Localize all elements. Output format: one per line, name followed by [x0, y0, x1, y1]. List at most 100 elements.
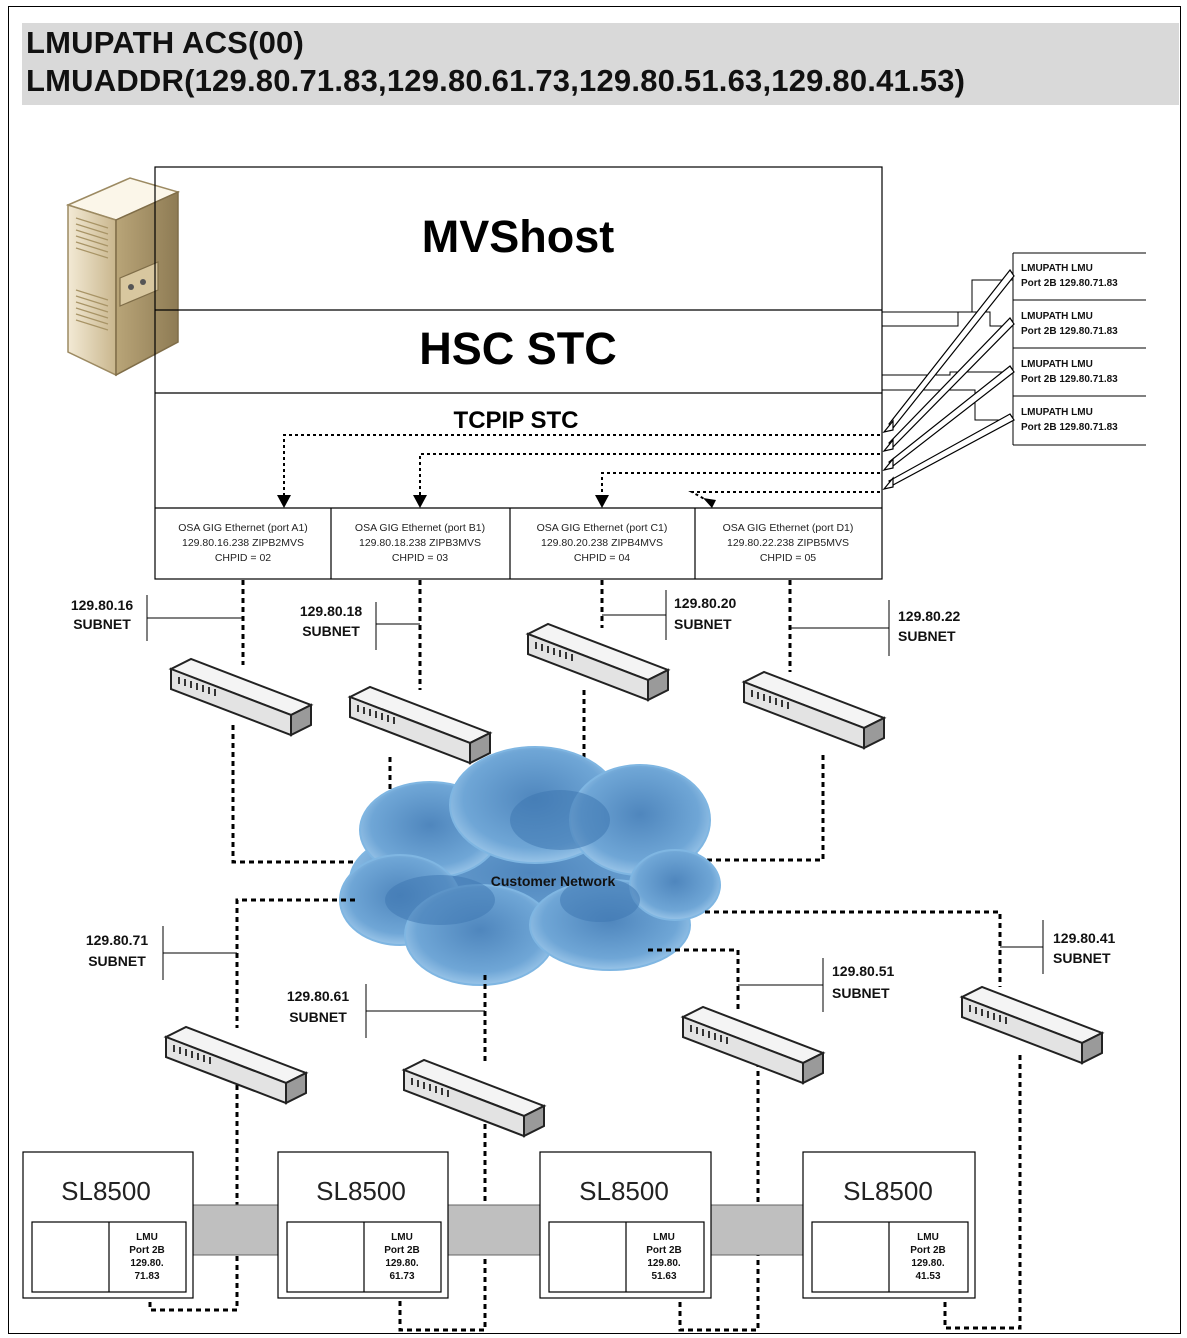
server-tower-icon [65, 177, 181, 377]
tcpip-route-lines [283, 434, 880, 503]
lmupath-port: Port 2B 129.80.71.83 [1021, 278, 1118, 289]
lmupath-box-3: LMUPATH LMU Port 2B 129.80.71.83 [1021, 359, 1118, 385]
network-switch-icon [349, 686, 491, 764]
hsc-lmupath-links [882, 279, 1013, 421]
library-name: SL8500 [843, 1176, 933, 1206]
osa-port-b1: OSA GIG Ethernet (port B1) 129.80.18.238… [355, 522, 485, 564]
upper-subnet-129-80-22: 129.80.22 SUBNET [790, 600, 960, 656]
lmu-ip-suffix: 71.83 [134, 1271, 159, 1282]
network-switch-icon [743, 671, 885, 749]
lmu-label: LMU [136, 1232, 158, 1243]
osa-port-chpid: CHPID = 02 [215, 552, 271, 564]
osa-port-name: OSA GIG Ethernet (port D1) [723, 522, 854, 534]
osa-port-ip: 129.80.16.238 ZIPB2MVS [182, 537, 304, 549]
library-connectors [191, 1204, 804, 1256]
subnet-label: SUBNET [898, 628, 956, 644]
osa-port-chpid: CHPID = 03 [392, 552, 448, 564]
osa-port-name: OSA GIG Ethernet (port C1) [537, 522, 668, 534]
osa-port-chpid: CHPID = 05 [760, 552, 816, 564]
sl8500-library-3: SL8500 LMU Port 2B 129.80. 51.63 [539, 1151, 712, 1299]
lmu-port: Port 2B [384, 1245, 420, 1256]
network-switch-icon [682, 1006, 824, 1084]
lower-subnet-129-80-51: 129.80.51 SUBNET [738, 958, 894, 1012]
subnet-label: SUBNET [674, 616, 732, 632]
library-name: SL8500 [579, 1176, 669, 1206]
subnet-ip: 129.80.51 [832, 963, 894, 979]
upper-subnet-129-80-20: 129.80.20 SUBNET [602, 590, 736, 640]
lmu-port: Port 2B [646, 1245, 682, 1256]
sl8500-library-4: SL8500 LMU Port 2B 129.80. 41.53 [802, 1151, 976, 1299]
tcpip-arrowheads [277, 495, 716, 508]
subnet-ip: 129.80.71 [86, 932, 148, 948]
mvs-host-label: MVShost [422, 211, 615, 262]
subnet-ip: 129.80.20 [674, 595, 736, 611]
diagram-frame [8, 6, 1181, 1334]
lmu-label: LMU [917, 1232, 939, 1243]
mvs-host-box [154, 166, 883, 580]
lmu-ip-prefix: 129.80. [911, 1258, 945, 1269]
subnet-label: SUBNET [832, 985, 890, 1001]
lmu-ip-prefix: 129.80. [130, 1258, 164, 1269]
header-line-1: LMUPATH ACS(00) [26, 25, 304, 60]
lmupath-box-2: LMUPATH LMU Port 2B 129.80.71.83 [1021, 311, 1118, 337]
lmu-port: Port 2B [910, 1245, 946, 1256]
network-switch-icon [961, 986, 1103, 1064]
lmupath-port: Port 2B 129.80.71.83 [1021, 326, 1118, 337]
lmupath-title: LMUPATH LMU [1021, 263, 1093, 274]
lmu-label: LMU [391, 1232, 413, 1243]
subnet-ip: 129.80.61 [287, 988, 349, 1004]
subnet-ip: 129.80.41 [1053, 930, 1115, 946]
lmupath-hollow-arrows [882, 268, 1015, 490]
subnet-label: SUBNET [1053, 950, 1111, 966]
lmu-port: Port 2B [129, 1245, 165, 1256]
lmupath-title: LMUPATH LMU [1021, 359, 1093, 370]
upper-subnet-129-80-16: 129.80.16 SUBNET [71, 595, 243, 641]
osa-port-ip: 129.80.20.238 ZIPB4MVS [541, 537, 663, 549]
lmupath-port: Port 2B 129.80.71.83 [1021, 374, 1118, 385]
lmu-ip-prefix: 129.80. [385, 1258, 419, 1269]
lmupath-title: LMUPATH LMU [1021, 407, 1093, 418]
upper-subnet-129-80-18: 129.80.18 SUBNET [300, 602, 420, 650]
subnet-ip: 129.80.18 [300, 603, 362, 619]
lower-network-links [148, 898, 1022, 1332]
lmu-ip-suffix: 41.53 [915, 1271, 940, 1282]
library-name: SL8500 [316, 1176, 406, 1206]
lower-subnet-129-80-71: 129.80.71 SUBNET [86, 926, 237, 980]
lmupath-port: Port 2B 129.80.71.83 [1021, 422, 1118, 433]
osa-port-c1: OSA GIG Ethernet (port C1) 129.80.20.238… [537, 522, 668, 564]
sl8500-library-2: SL8500 LMU Port 2B 129.80. 61.73 [277, 1151, 449, 1299]
network-switch-icon [403, 1059, 545, 1137]
osa-port-a1: OSA GIG Ethernet (port A1) 129.80.16.238… [178, 522, 308, 564]
hsc-stc-label: HSC STC [419, 323, 617, 374]
lmu-label: LMU [653, 1232, 675, 1243]
subnet-ip: 129.80.16 [71, 597, 133, 613]
network-switch-icon [170, 658, 312, 736]
osa-port-ip: 129.80.22.238 ZIPB5MVS [727, 537, 849, 549]
lmu-ip-prefix: 129.80. [647, 1258, 681, 1269]
lower-subnet-129-80-41: 129.80.41 SUBNET [1000, 920, 1115, 974]
cloud-icon [339, 746, 721, 986]
osa-port-name: OSA GIG Ethernet (port A1) [178, 522, 308, 534]
network-switch-icon [527, 623, 669, 701]
library-name: SL8500 [61, 1176, 151, 1206]
subnet-label: SUBNET [289, 1009, 347, 1025]
tcpip-stc-label: TCPIP STC [454, 407, 579, 434]
subnet-label: SUBNET [73, 616, 131, 632]
osa-port-d1: OSA GIG Ethernet (port D1) 129.80.22.238… [723, 522, 854, 564]
osa-port-name: OSA GIG Ethernet (port B1) [355, 522, 485, 534]
network-switch-icon [165, 1026, 307, 1104]
customer-network-label: Customer Network [491, 873, 616, 889]
lmupath-box-1: LMUPATH LMU Port 2B 129.80.71.83 [1012, 252, 1146, 445]
lmu-ip-suffix: 51.63 [651, 1271, 676, 1282]
lmupath-title: LMUPATH LMU [1021, 311, 1093, 322]
sl8500-library-1: SL8500 LMU Port 2B 129.80. 71.83 [22, 1151, 194, 1299]
subnet-ip: 129.80.22 [898, 608, 960, 624]
osa-port-chpid: CHPID = 04 [574, 552, 630, 564]
lower-subnet-129-80-61: 129.80.61 SUBNET [287, 984, 485, 1038]
header-banner: LMUPATH ACS(00) LMUADDR(129.80.71.83,129… [22, 23, 1179, 105]
subnet-label: SUBNET [302, 623, 360, 639]
header-line-2: LMUADDR(129.80.71.83,129.80.61.73,129.80… [26, 63, 966, 98]
subnet-label: SUBNET [88, 953, 146, 969]
lmu-ip-suffix: 61.73 [389, 1271, 414, 1282]
